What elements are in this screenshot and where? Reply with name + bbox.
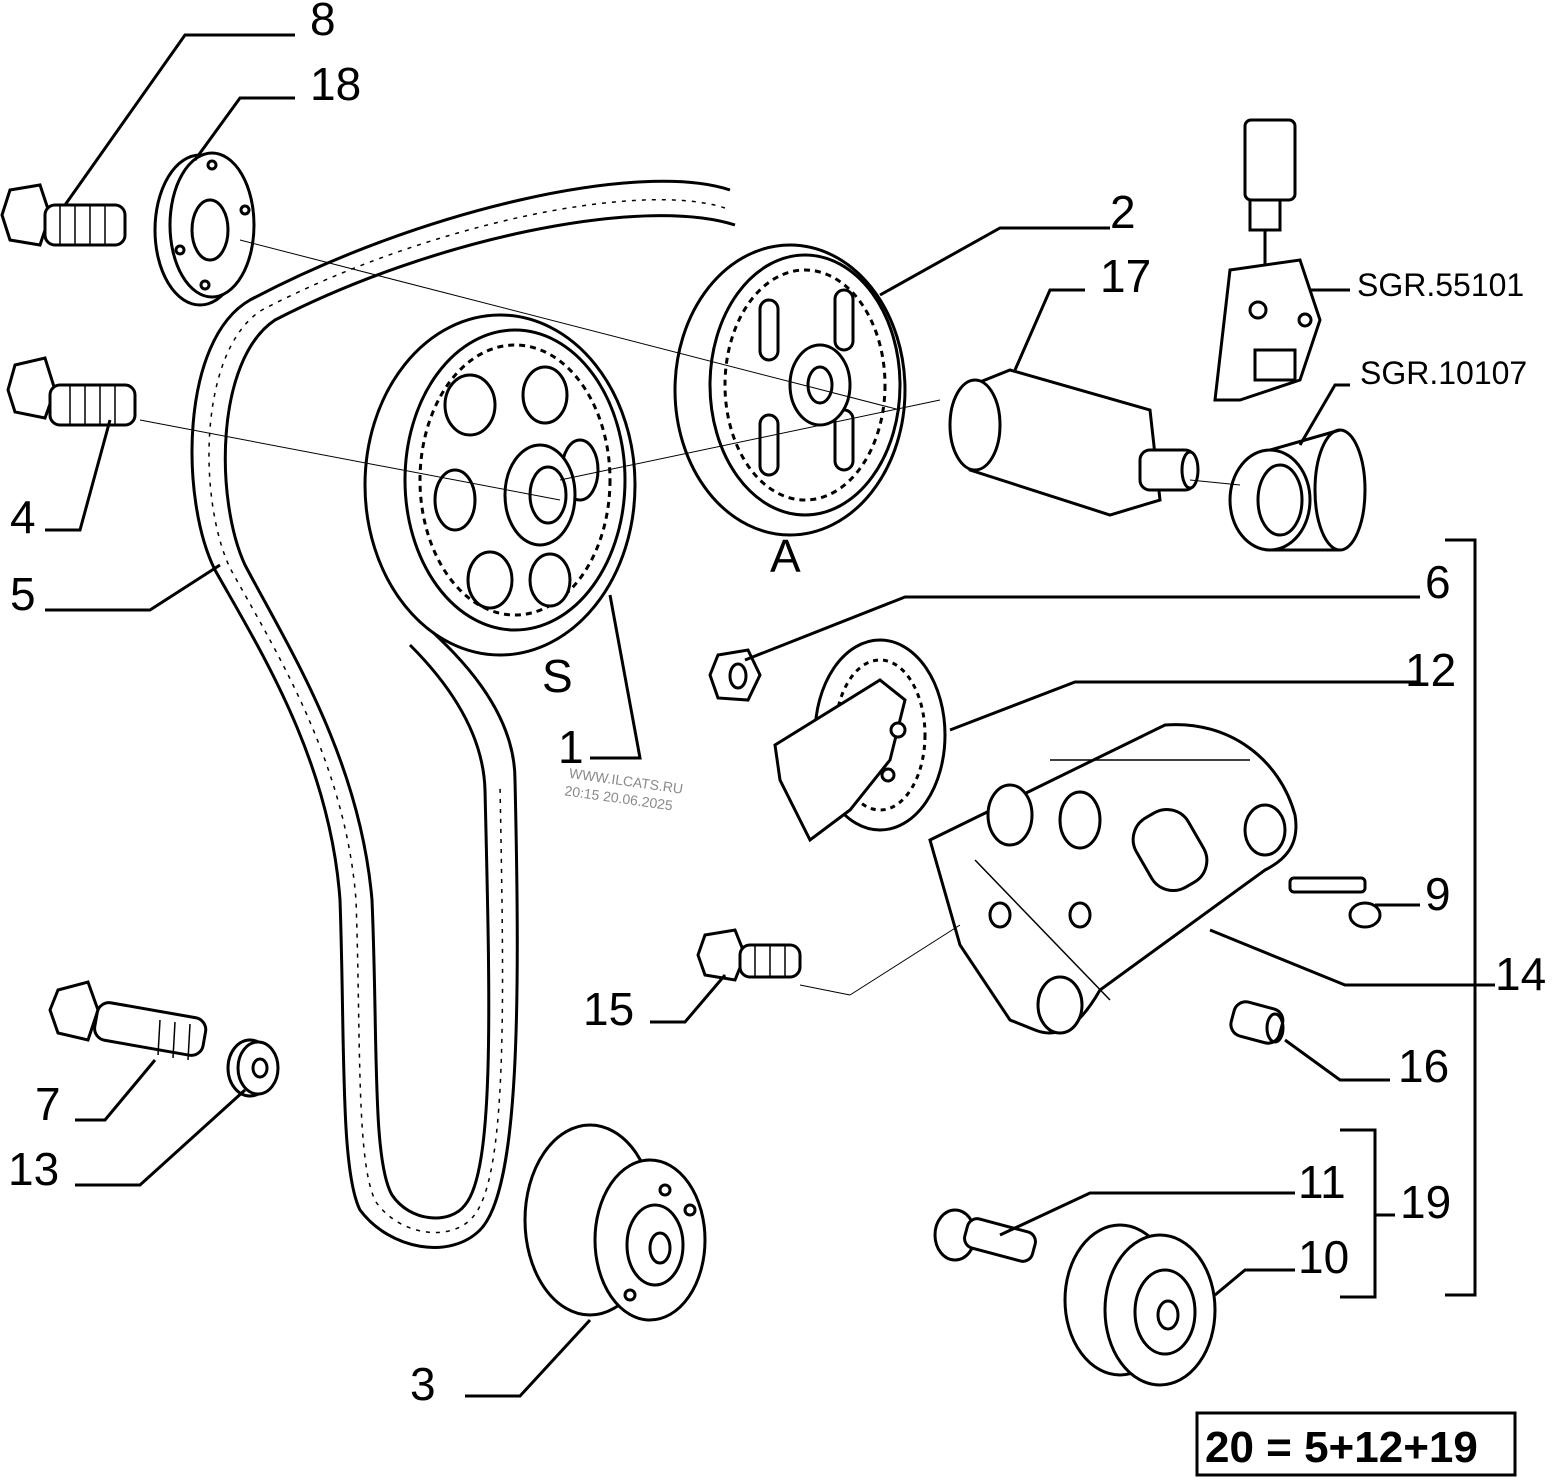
callout-18: 18 [310,58,361,110]
callout-13: 13 [8,1143,59,1195]
idler-roller-10 [1063,1223,1217,1387]
tensioner-12 [773,638,947,843]
callout-2: 2 [1110,186,1136,238]
bolt-9 [1288,876,1382,929]
kit-formula: 20 = 5+12+19 [1205,1423,1478,1472]
callout-6: 6 [1425,556,1451,608]
callout-19: 19 [1400,1176,1451,1228]
callout-3: 3 [410,1358,436,1410]
washer-plate-18 [153,151,256,307]
camshaft-pulley-a [673,243,907,537]
callout-1: 1 [558,721,584,773]
ref-sgr-55101: SGR.55101 [1357,267,1524,303]
oil-seal [1228,428,1367,552]
callout-10: 10 [1298,1231,1349,1283]
crankshaft-pulley-3 [523,1123,707,1322]
bolt-4 [6,356,137,427]
kit-formula-box: 20 = 5+12+19 [1195,1411,1517,1477]
callout-17: 17 [1100,250,1151,302]
ref-sgr-10107: SGR.10107 [1360,355,1527,391]
pulley-mark-s: S [542,650,573,702]
callout-15: 15 [583,983,634,1035]
callout-16: 16 [1398,1040,1449,1092]
washer-13 [226,1038,280,1098]
dowel-16 [1229,1000,1285,1045]
callout-labels: 8 18 2 17 SGR.55101 SGR.10107 4 5 A S 6 … [8,0,1546,1410]
callout-9: 9 [1425,868,1451,920]
bolt-8 [0,183,127,247]
callout-8: 8 [310,0,336,45]
callout-5: 5 [10,568,36,620]
callout-11: 11 [1298,1156,1346,1208]
callout-7: 7 [35,1078,61,1130]
sensor-connector [1213,118,1322,402]
bracket-14 [928,723,1298,1035]
camshaft-actuator-17 [948,368,1200,517]
nut-6 [708,648,762,702]
bolt-15 [696,928,802,982]
timing-belt [190,179,736,1249]
callout-4: 4 [10,491,36,543]
camshaft-pulley-s [363,313,637,657]
bolt-7 [48,980,208,1061]
leader-lines [45,33,1495,1398]
watermark: WWW.ILCATS.RU 20:15 20.06.2025 [564,765,684,814]
callout-12: 12 [1405,644,1456,696]
bolt-11 [933,1208,1037,1263]
pulley-mark-a: A [770,530,801,582]
assembly-axes [139,239,1241,996]
callout-14: 14 [1495,948,1546,1000]
